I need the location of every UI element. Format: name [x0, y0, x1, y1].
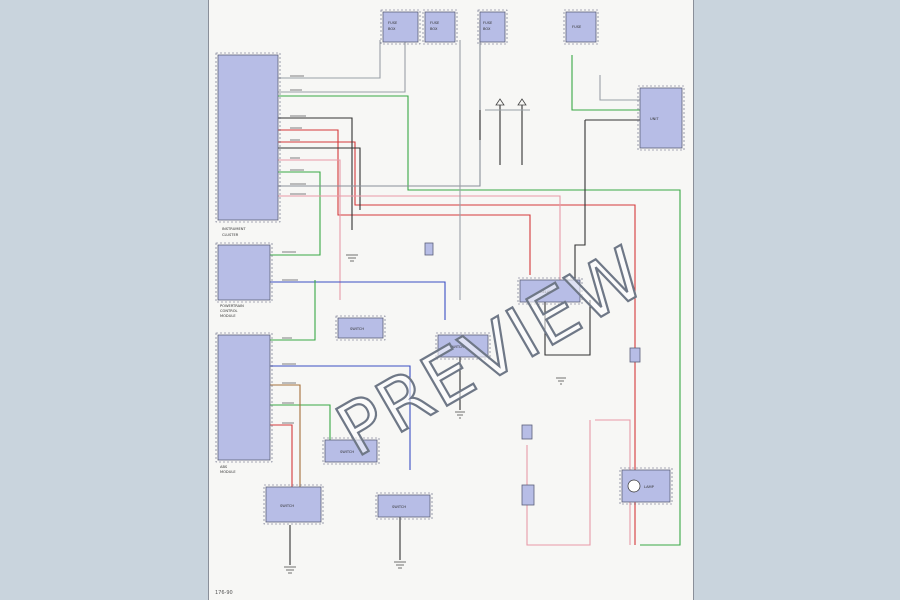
wire-black-7	[574, 120, 586, 280]
wire-black-3	[544, 300, 591, 356]
svg-text:SWITCH: SWITCH	[340, 450, 354, 454]
wire-gray-1	[278, 40, 381, 79]
small-components	[424, 98, 641, 506]
svg-text:FUSE: FUSE	[483, 21, 493, 25]
wire-red-3	[270, 424, 293, 490]
wire-green-5	[571, 55, 640, 111]
lower-center-switch: SWITCH	[335, 315, 386, 341]
svg-text:SWITCH: SWITCH	[280, 504, 294, 508]
svg-text:MODULE: MODULE	[220, 470, 236, 474]
wire-group	[270, 20, 681, 565]
top-fuse-box-3: FUSE BOX	[477, 9, 508, 45]
right-lamp-block: LAMP	[619, 467, 673, 505]
svg-text:FUSE: FUSE	[572, 25, 582, 29]
svg-text:ABS: ABS	[220, 465, 228, 469]
svg-text:FUSE: FUSE	[388, 21, 398, 25]
wire-green-3	[270, 280, 316, 341]
ground-symbols	[284, 254, 566, 574]
instrument-cluster-block: INSTRUMENT CLUSTER	[215, 52, 281, 237]
wire-gray-4	[599, 75, 640, 101]
wire-pink-1	[278, 159, 341, 300]
wire-green-1	[278, 95, 681, 546]
svg-text:MODULE: MODULE	[220, 314, 236, 318]
svg-text:RELAY: RELAY	[540, 290, 552, 294]
wire-labels	[282, 75, 306, 424]
top-fuse-box-2: FUSE BOX	[422, 9, 458, 45]
wire-gray-2	[278, 40, 406, 93]
wire-black-1	[278, 117, 353, 230]
svg-text:POWERTRAIN: POWERTRAIN	[220, 304, 244, 308]
wire-green-2	[270, 171, 321, 256]
abs-module-block: ABS MODULE	[215, 332, 273, 474]
wire-green-4	[270, 404, 331, 440]
lower-left-switch-2: SWITCH	[375, 492, 433, 520]
svg-text:UNIT: UNIT	[650, 117, 659, 121]
mid-center-switch: SWITCH	[435, 332, 491, 360]
wire-pink-2	[278, 195, 561, 295]
svg-text:CLUSTER: CLUSTER	[222, 233, 239, 237]
svg-text:SWITCH: SWITCH	[392, 505, 406, 509]
svg-text:LAMP: LAMP	[644, 485, 655, 489]
wire-red-2	[278, 141, 636, 545]
svg-text:BOX: BOX	[388, 27, 396, 31]
wire-gray-3	[278, 20, 481, 187]
wire-red-1	[278, 129, 531, 275]
center-relay-block: RELAY	[517, 277, 583, 305]
svg-text:BOX: BOX	[430, 27, 438, 31]
wire-black-2	[278, 147, 361, 210]
wire-blue-2	[270, 365, 411, 470]
top-fuse-box-1: FUSE BOX	[380, 9, 421, 45]
svg-text:CONTROL: CONTROL	[220, 309, 238, 313]
wire-brown-1	[270, 384, 301, 490]
svg-text:SWITCH: SWITCH	[450, 345, 464, 349]
bottom-switch: SWITCH	[263, 484, 324, 525]
svg-text:SWITCH: SWITCH	[350, 327, 364, 331]
wire-blue-1	[270, 281, 446, 320]
svg-text:BOX: BOX	[483, 27, 491, 31]
svg-text:INSTRUMENT: INSTRUMENT	[222, 227, 246, 231]
wire-pink-4	[526, 420, 591, 546]
wire-pink-3	[595, 419, 631, 545]
right-unit-block: UNIT	[637, 85, 685, 151]
top-right-fuse-box: FUSE	[563, 9, 599, 45]
pcm-block: POWERTRAIN CONTROL MODULE	[215, 242, 273, 318]
lower-left-switch-1: SWITCH	[322, 437, 380, 465]
page-number: 176-90	[215, 590, 233, 596]
svg-text:FUSE: FUSE	[430, 21, 440, 25]
